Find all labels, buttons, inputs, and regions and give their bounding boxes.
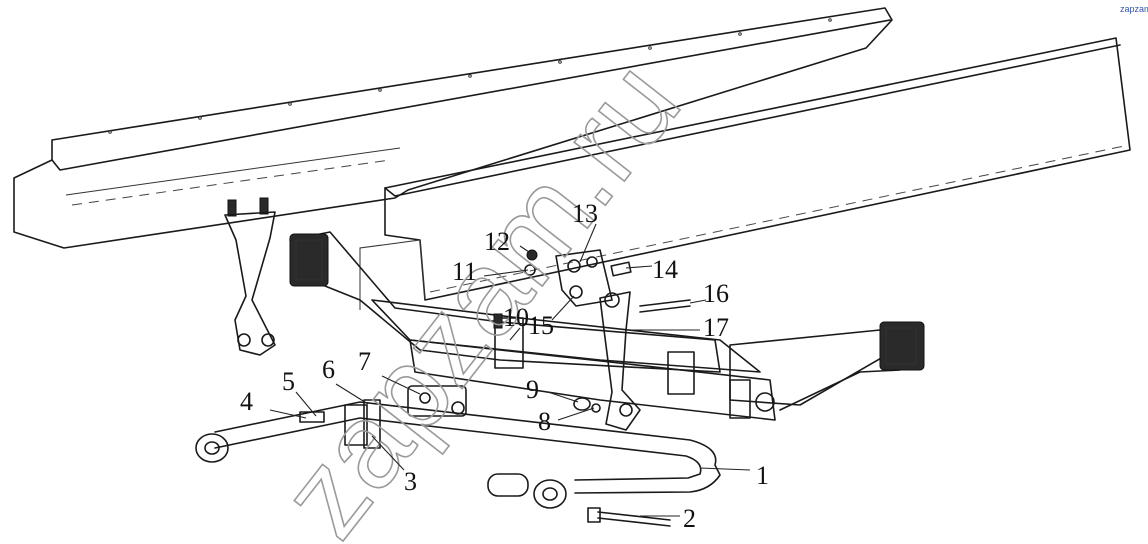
part-labels: 1 2 3 4 5 6 7 8 9 10 11 12 13 14 15 16 1… [240, 199, 769, 533]
label-part-16: 16 [703, 279, 729, 308]
label-part-4: 4 [240, 387, 253, 416]
label-part-10: 10 [503, 303, 529, 332]
left-shock-absorber [224, 197, 276, 356]
corner-watermark: zapzam [1120, 4, 1148, 14]
label-part-3: 3 [404, 467, 417, 496]
label-part-14: 14 [652, 255, 678, 284]
label-part-17: 17 [703, 313, 729, 342]
right-shock-absorber [524, 249, 691, 431]
watermark-text: zapzam.ru [255, 37, 705, 544]
label-part-7: 7 [358, 347, 371, 376]
label-part-5: 5 [282, 367, 295, 396]
label-part-15: 15 [528, 311, 554, 340]
label-part-2: 2 [683, 504, 696, 533]
label-part-12: 12 [484, 227, 510, 256]
label-part-9: 9 [526, 375, 539, 404]
axle-housing [289, 231, 925, 421]
frame-rails [13, 7, 1131, 310]
label-part-8: 8 [538, 407, 551, 436]
label-part-13: 13 [572, 199, 598, 228]
label-part-1: 1 [756, 461, 769, 490]
label-part-11: 11 [452, 257, 477, 286]
watermark: zapzam.ru zapzam [254, 4, 1148, 544]
label-part-6: 6 [322, 355, 335, 384]
leader-lines [269, 223, 751, 517]
